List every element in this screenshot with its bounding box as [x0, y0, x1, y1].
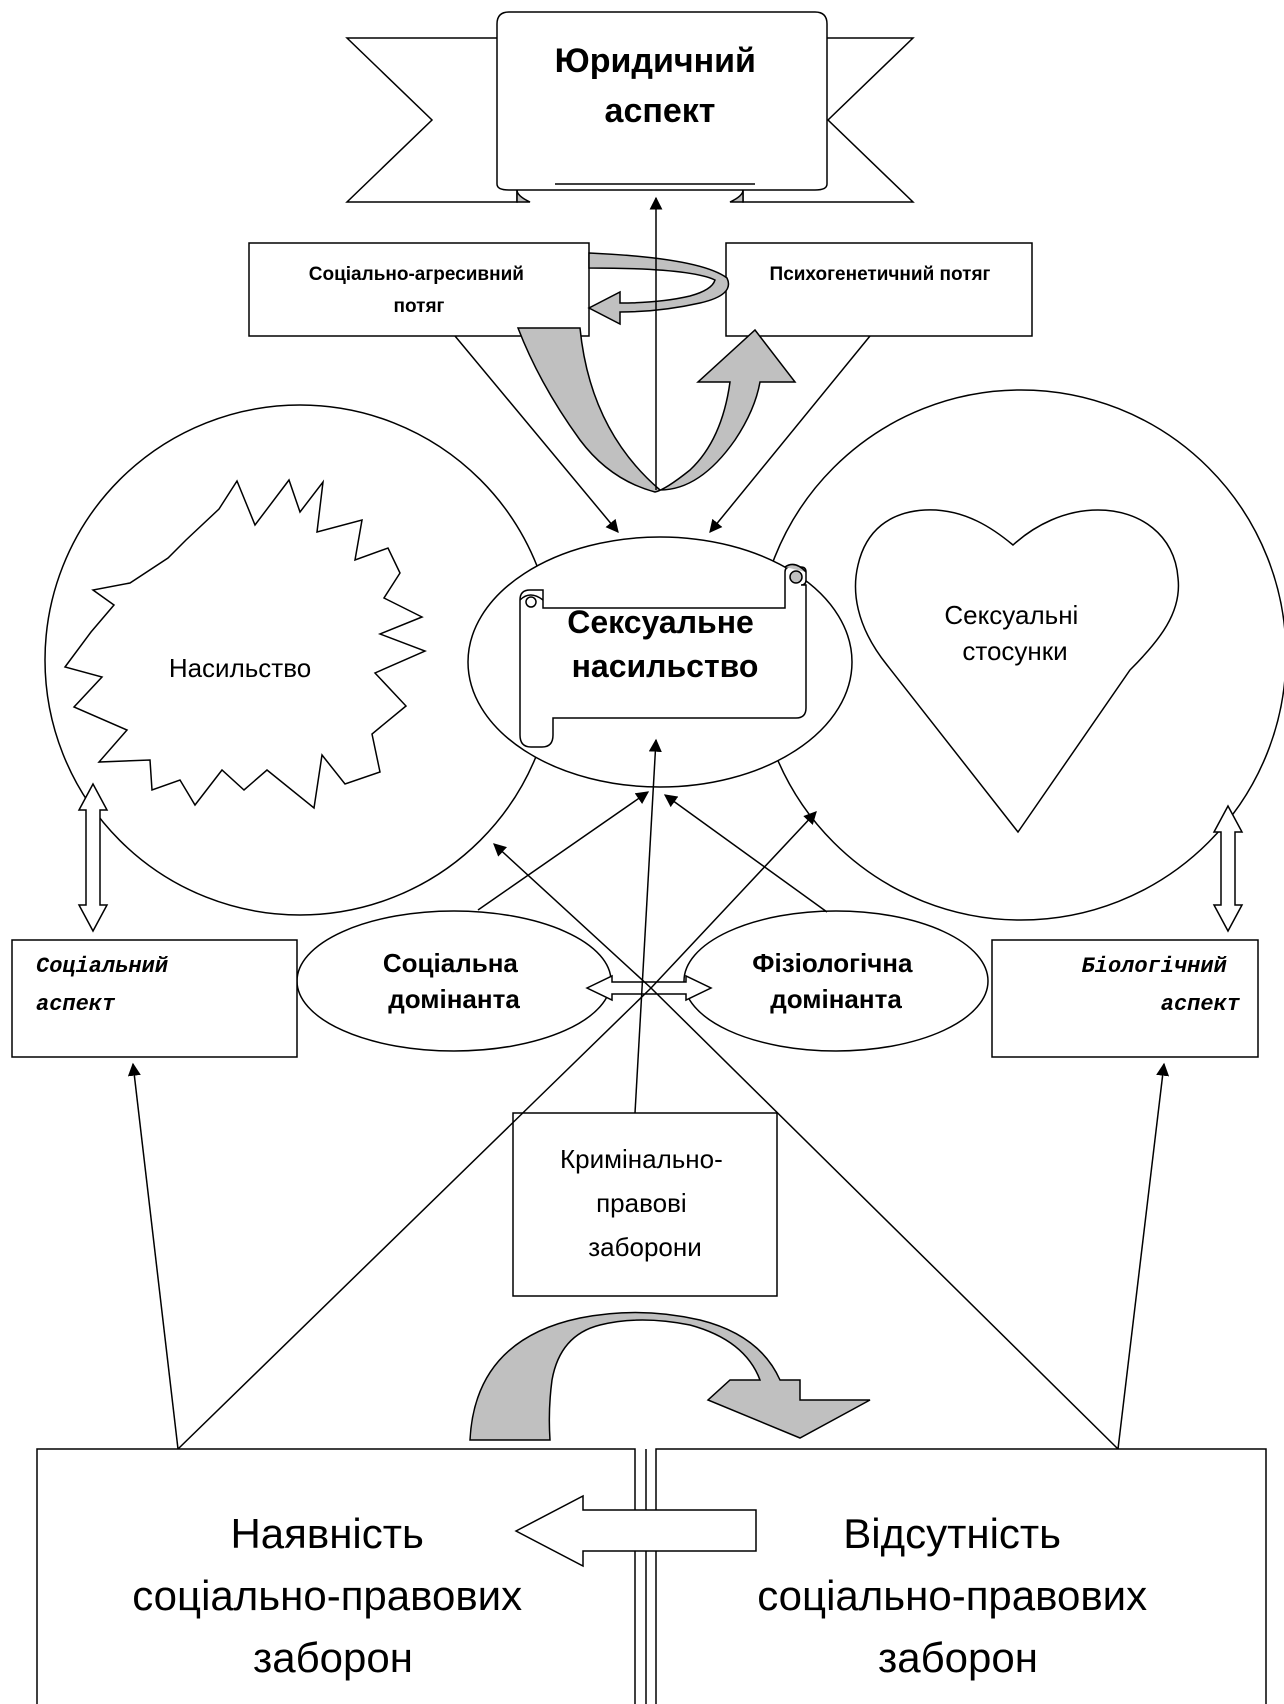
- absence-label: Відсутність соціально-правових заборон: [757, 1510, 1159, 1681]
- drives-curved-arrow: [516, 327, 797, 493]
- social-aspect-label: Соціальний аспект: [36, 954, 181, 1017]
- social-aspect-box: [11, 939, 298, 1058]
- connectors: [127, 196, 1170, 1450]
- sexual-violence-scroll: [519, 563, 807, 748]
- sexual-violence-label: Сексуальне насильство: [567, 604, 762, 684]
- social-dominant-to-center: [477, 791, 650, 911]
- presence-label: Наявність соціально-правових заборон: [132, 1510, 534, 1681]
- psycho-drive-to-center: [709, 335, 871, 534]
- dominants-double-arrow: [585, 974, 713, 1002]
- absence-to-junction: [650, 987, 1119, 1450]
- biological-aspect-box: [991, 939, 1259, 1058]
- banner-left-tail: [345, 37, 518, 203]
- criminal-to-center: [634, 738, 662, 1114]
- criminal-prohibitions-label: Кримінально- правові заборони: [560, 1144, 730, 1262]
- banner-main: [496, 11, 828, 191]
- sexual-relations-heart: [854, 509, 1180, 834]
- absence-to-biological-aspect: [1117, 1062, 1170, 1450]
- social-drive-to-center: [454, 335, 619, 533]
- bottom-curved-arrow: [469, 1311, 871, 1441]
- junction-to-relations-circle: [650, 811, 817, 989]
- legal-aspect-title: Юридичний аспект: [555, 42, 766, 130]
- sexual-relations-label: Сексуальні стосунки: [944, 600, 1085, 666]
- presence-box: [36, 1448, 636, 1704]
- social-aspect-double-arrow: [77, 782, 109, 933]
- criminal-prohibitions-box: [512, 1112, 778, 1297]
- physiological-dominant-ellipse: [683, 910, 989, 1052]
- junction-to-violence-circle: [493, 843, 652, 989]
- psychogenetic-drive-label: Психогенетичний потяг: [770, 264, 991, 285]
- social-dominant-label: Соціальна домінанта: [383, 948, 525, 1014]
- absence-box: [655, 1448, 1267, 1704]
- social-aggressive-drive-label: Соціально-агресивний потяг: [309, 264, 529, 317]
- absence-to-presence-arrow: [514, 1494, 757, 1568]
- social-aggressive-drive-box: [248, 242, 590, 337]
- presence-to-social-aspect: [127, 1062, 179, 1450]
- presence-to-junction: [177, 987, 652, 1450]
- biological-aspect-label: Біологічний аспект: [1082, 954, 1241, 1017]
- legal-aspect-banner: [345, 11, 915, 203]
- violence-label: Насильство: [169, 653, 311, 683]
- drives-circular-arrow: [587, 252, 730, 326]
- physiological-dominant-to-center: [663, 794, 828, 913]
- social-dominant-ellipse: [296, 910, 612, 1052]
- physiological-dominant-label: Фізіологічна домінанта: [752, 948, 919, 1014]
- psychogenetic-drive-box: [725, 242, 1033, 337]
- biological-aspect-double-arrow: [1212, 804, 1244, 933]
- violence-starburst: [63, 478, 427, 810]
